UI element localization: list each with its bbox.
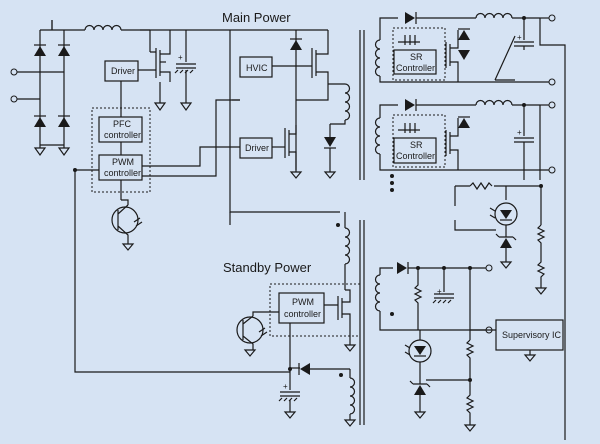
pfc-mosfet: [140, 29, 171, 82]
sr1-side-diode: [458, 28, 470, 40]
sr2-output-cap: +: [514, 105, 534, 170]
svg-text:+: +: [178, 53, 183, 62]
ac-input-terminals: [10, 68, 64, 103]
pwm-label-line1: PWM: [112, 157, 134, 167]
sr1-zigzag: [494, 35, 516, 81]
standby-pwm-label-line2: controller: [284, 309, 321, 319]
supervisory-ic-block: [495, 319, 564, 351]
pwm-label-line2: controller: [104, 168, 141, 178]
sr-controller-2-block: [393, 137, 437, 164]
svg-text:+: +: [283, 382, 288, 391]
pfc-pwm-combo-outline: [91, 107, 151, 193]
standby-pwm-controller-block: [278, 292, 325, 324]
pfc-controller-block: [98, 116, 143, 143]
standby-power-title: Standby Power: [223, 260, 312, 275]
more-outputs-dots: [390, 174, 394, 192]
sr2-label-line2: Controller: [396, 151, 435, 161]
sr1-dashed-outline: [392, 27, 446, 81]
resonant-inductor: [328, 83, 351, 125]
sr1-output-cap: +: [514, 18, 534, 50]
svg-text:+: +: [517, 33, 522, 42]
standby-output-cap: +: [432, 268, 454, 304]
secondary-winding-2: [374, 104, 398, 171]
pfc-label-line1: PFC: [113, 119, 132, 129]
main-power-title: Main Power: [222, 10, 291, 25]
standby-feedback-led: [404, 330, 432, 372]
standby-shunt-regulator: [409, 372, 470, 419]
sr1-mosfet: [398, 30, 470, 82]
optocoupler-transistor: [111, 180, 143, 251]
main-transformer-core: [359, 30, 365, 180]
standby-rectifier-diode: [397, 262, 407, 274]
driver-mid-block: [239, 137, 273, 159]
standby-divider-resistors: [463, 268, 477, 432]
high-side-mosfet: [296, 30, 329, 101]
clamp-diode: [323, 124, 337, 179]
standby-mosfet: [324, 289, 357, 352]
sr1-label-line2: Controller: [396, 63, 435, 73]
sr-controller-1-block: [393, 49, 437, 75]
sr1-label-line1: SR: [410, 52, 423, 62]
standby-pwm-dashed-outline: [269, 283, 361, 337]
standby-aux-winding: [339, 369, 357, 427]
secondary-winding-1: [374, 17, 398, 83]
ground-symbol: [153, 82, 167, 112]
high-side-diode: [290, 38, 302, 50]
standby-primary-winding: [336, 212, 351, 290]
sr-diode-2: [405, 99, 415, 111]
sr2-label-line1: SR: [410, 140, 423, 150]
sr2-mosfet: [398, 118, 459, 170]
bulk-capacitor: +: [174, 30, 196, 74]
divider-resistors-1: [534, 224, 548, 295]
standby-aux-cap: +: [278, 369, 300, 419]
sr-diode-1: [405, 12, 415, 24]
feedback-led-1: [489, 186, 518, 226]
hvic-label: HVIC: [246, 63, 268, 73]
pfc-label-line2: controller: [104, 130, 141, 140]
svg-text:+: +: [517, 128, 522, 137]
driver-top-label: Driver: [111, 66, 135, 76]
standby-optocoupler: [236, 311, 291, 372]
svg-text:+: +: [437, 287, 442, 296]
sense-line-1: [539, 18, 566, 440]
standby-bleeder-resistor: [413, 268, 423, 330]
driver-mid-label: Driver: [245, 143, 269, 153]
hvic-block: [239, 56, 273, 78]
pfc-inductor: [51, 20, 230, 31]
standby-pwm-label-line1: PWM: [292, 297, 314, 307]
sr2-side-diode: [458, 116, 470, 128]
standby-secondary-winding: [374, 267, 488, 331]
low-side-mosfet: [284, 125, 303, 179]
sr2-dashed-outline: [392, 114, 446, 168]
bridge-rectifier: [33, 20, 71, 157]
standby-transformer-core: [359, 220, 365, 425]
ground-symbol: [179, 70, 193, 112]
supervisory-ic-label: Supervisory IC: [502, 330, 562, 340]
feedback-shunt-1: [454, 220, 517, 269]
